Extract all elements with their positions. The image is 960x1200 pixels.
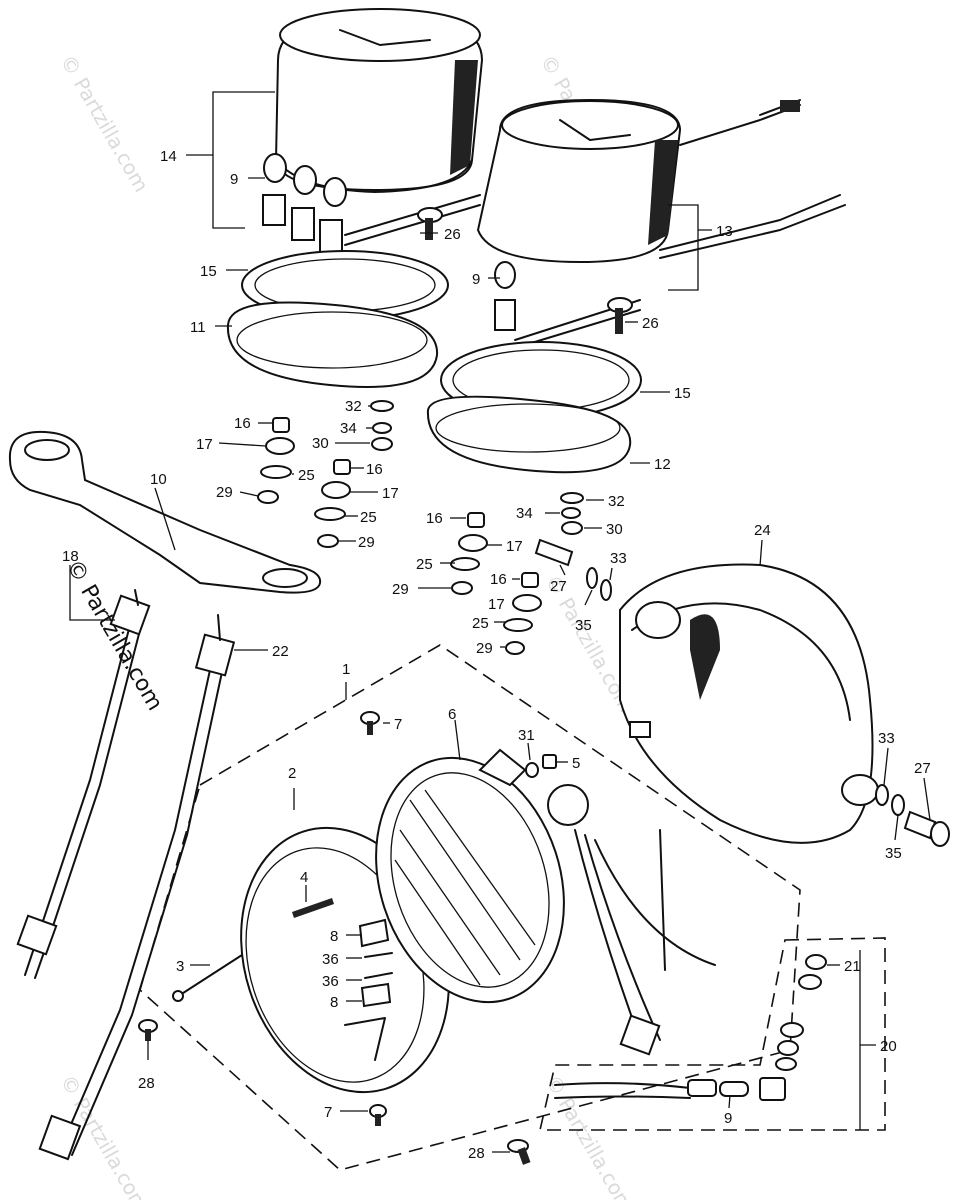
callout-10: 10 — [150, 471, 167, 488]
callout-36-upper: 36 — [322, 951, 339, 968]
callout-16-b: 16 — [366, 461, 383, 478]
callout-28-left: 28 — [138, 1075, 155, 1092]
callout-11: 11 — [190, 319, 206, 336]
callout-27-b: 27 — [914, 760, 931, 777]
callout-29-c: 29 — [392, 581, 409, 598]
nut-5 — [542, 754, 557, 769]
leader-lines — [69, 91, 931, 1153]
callout-15-left: 15 — [200, 263, 217, 280]
hardware-right — [875, 784, 950, 847]
callout-28-bottom: 28 — [468, 1145, 485, 1162]
hardware-stack-a — [257, 400, 394, 548]
nut-31 — [525, 762, 539, 778]
callout-36-lower: 36 — [322, 973, 339, 990]
callout-26-upper: 26 — [444, 226, 461, 243]
socket-parts-20 — [554, 954, 827, 1101]
callout-33-a: 33 — [610, 550, 627, 567]
callout-29-d: 29 — [476, 640, 493, 657]
callout-21: 21 — [844, 958, 861, 975]
callout-32-a: 32 — [345, 398, 362, 415]
callout-24: 24 — [754, 522, 771, 539]
meter-14 — [262, 8, 484, 253]
callout-33-b: 33 — [878, 730, 895, 747]
screw-7-upper — [360, 711, 380, 735]
callout-22: 22 — [272, 643, 289, 660]
callout-20: 20 — [880, 1038, 897, 1055]
headlight-case-24 — [619, 563, 879, 844]
bracket-10 — [8, 430, 322, 594]
callout-7-lower: 7 — [324, 1104, 332, 1121]
callout-25-a: 25 — [298, 467, 315, 484]
watermark-6: © Partzilla.com — [61, 556, 168, 716]
callout-16-d: 16 — [490, 571, 507, 588]
callout-14: 14 — [160, 148, 177, 165]
callout-29-a: 29 — [216, 484, 233, 501]
callout-34-a: 34 — [340, 420, 357, 437]
callout-9-right: 9 — [472, 271, 480, 288]
callout-32-b: 32 — [608, 493, 625, 510]
callout-29-b: 29 — [358, 534, 375, 551]
callout-16-c: 16 — [426, 510, 443, 527]
callout-8-lower: 8 — [330, 994, 338, 1011]
callout-31: 31 — [518, 727, 535, 744]
callout-5: 5 — [572, 755, 580, 772]
callout-25-c: 25 — [416, 556, 433, 573]
callout-35-b: 35 — [885, 845, 902, 862]
callout-6: 6 — [448, 706, 456, 723]
callout-27-a: 27 — [550, 578, 567, 595]
callout-30-b: 30 — [606, 521, 623, 538]
callout-35-a: 35 — [575, 617, 592, 634]
watermark-5: © Partzilla.com — [541, 1071, 639, 1200]
callout-26-lower: 26 — [642, 315, 659, 332]
case-12 — [426, 395, 632, 474]
callout-9-socket: 9 — [724, 1110, 732, 1127]
callout-17-c: 17 — [506, 538, 523, 555]
callout-25-b: 25 — [360, 509, 377, 526]
screw-26-upper — [417, 207, 443, 240]
callout-17-b: 17 — [382, 485, 399, 502]
callout-4: 4 — [300, 869, 308, 886]
hardware-stack-b — [450, 492, 612, 655]
callout-3: 3 — [176, 958, 184, 975]
assembly-20-outline — [538, 937, 886, 1131]
callout-8-upper: 8 — [330, 928, 338, 945]
callout-7-upper: 7 — [394, 716, 402, 733]
cable-18 — [16, 589, 151, 979]
callout-25-d: 25 — [472, 615, 489, 632]
callout-17-d: 17 — [488, 596, 505, 613]
assembly-1-outline — [139, 644, 801, 1171]
adjuster-parts — [172, 898, 393, 1061]
callout-15-right: 15 — [674, 385, 691, 402]
callout-17-a: 17 — [196, 436, 213, 453]
screw-26-lower — [607, 297, 633, 334]
case-11 — [226, 301, 439, 388]
bulbs-9-upper — [262, 153, 347, 253]
callout-13: 13 — [716, 223, 733, 240]
screw-28-bottom — [507, 1139, 531, 1165]
screw-7-lower — [369, 1104, 387, 1126]
screw-28-left — [138, 1019, 158, 1041]
callout-30-a: 30 — [312, 435, 329, 452]
callout-12: 12 — [654, 456, 671, 473]
meter-13 — [476, 98, 846, 349]
callout-34-b: 34 — [516, 505, 533, 522]
beam-wires — [574, 829, 716, 1041]
callout-2: 2 — [288, 765, 296, 782]
sealed-beam-6 — [375, 748, 589, 1004]
callout-labels: 14 9 15 11 26 13 9 26 15 12 16 17 25 29 … — [62, 148, 931, 1162]
callout-9-upper: 9 — [230, 171, 238, 188]
callout-1: 1 — [342, 661, 350, 678]
callout-16-a: 16 — [234, 415, 251, 432]
watermark-1: © Partzilla.com — [56, 51, 154, 197]
callout-18: 18 — [62, 548, 79, 565]
